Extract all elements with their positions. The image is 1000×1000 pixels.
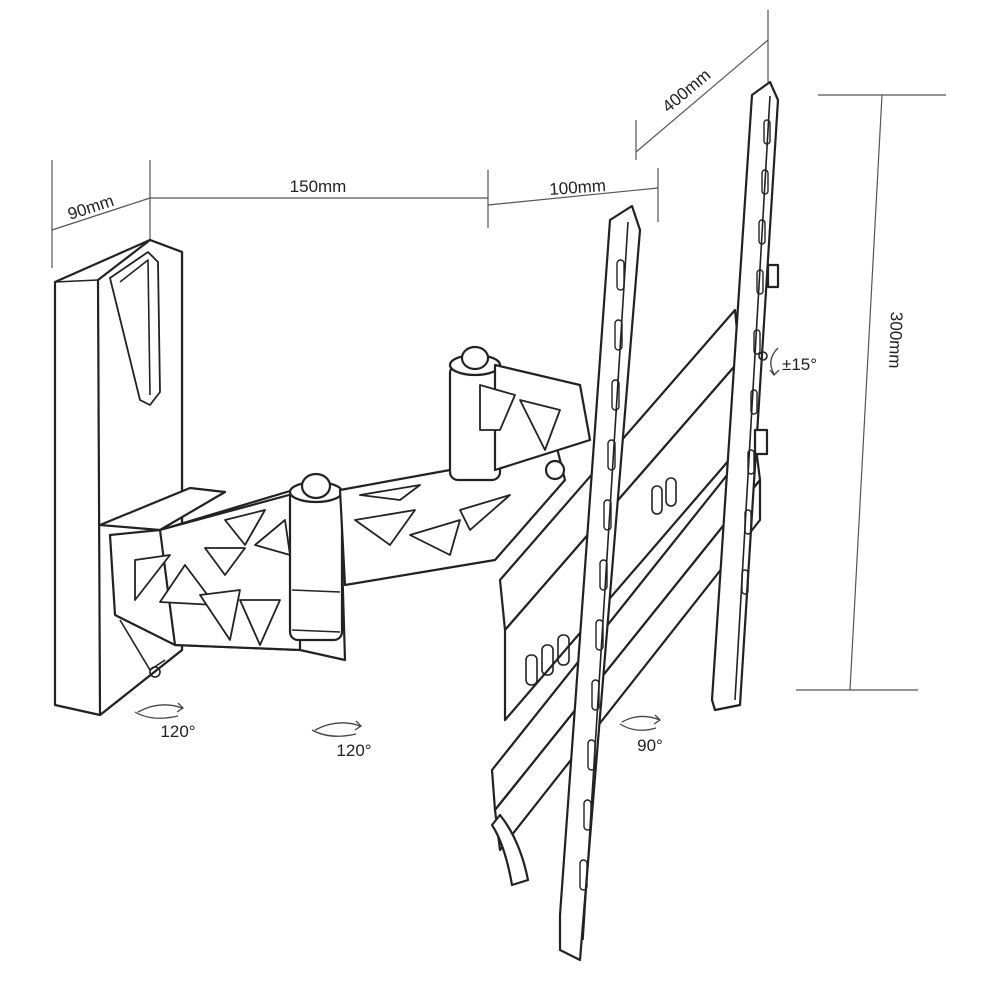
rotate-arrow-icon: [621, 715, 661, 723]
tv-rail-horizontal: [490, 308, 762, 852]
rotation-wall-label: 120°: [160, 722, 195, 741]
tv-bracket-left: [490, 204, 642, 962]
rotation-indicators: [134, 347, 780, 737]
rotation-swivel-label: 90°: [637, 736, 663, 755]
dim-400mm-line: [635, 39, 769, 153]
dim-100mm-label: 100mm: [549, 176, 607, 199]
rotate-arrow-icon: [314, 722, 361, 731]
dim-150mm-label: 150mm: [290, 177, 347, 196]
dim-300mm-label: 300mm: [885, 312, 906, 369]
rotation-tilt-label: ±15°: [782, 355, 817, 374]
rotate-arrow-icon: [770, 347, 779, 375]
rotate-arrow-icon: [137, 704, 183, 713]
tv-bracket-right: [710, 80, 780, 712]
first-arm: [98, 472, 347, 662]
second-arm: [338, 345, 592, 587]
dimension-lines: [51, 10, 946, 691]
dim-90mm-line: [51, 197, 151, 231]
rotation-arm-label: 120°: [336, 741, 371, 760]
dim-90mm-label: 90mm: [65, 191, 116, 224]
dim-300mm-line: [849, 94, 883, 691]
wall-plate: [53, 238, 184, 717]
dim-100mm-line: [487, 187, 659, 206]
